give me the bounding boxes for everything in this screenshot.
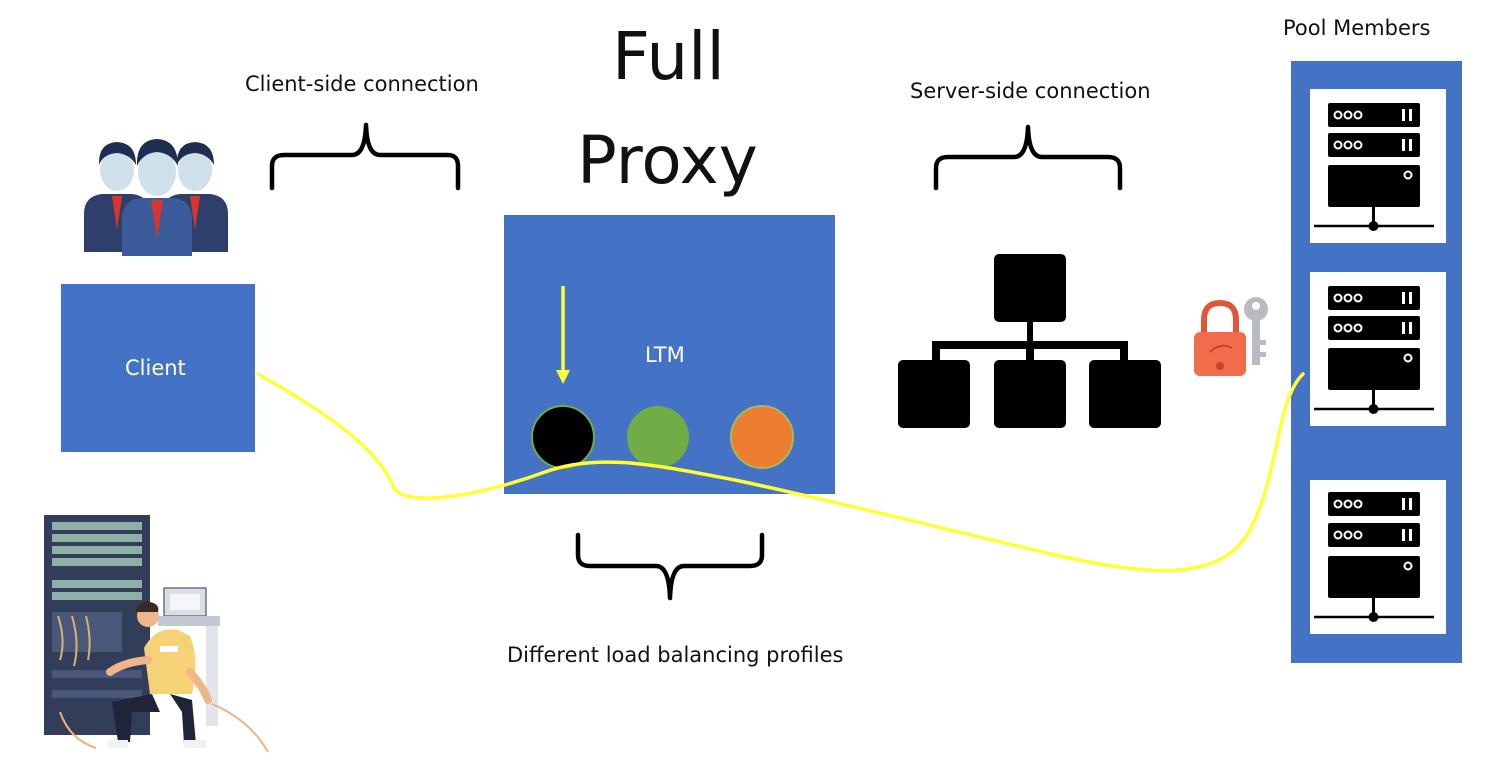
profile-black-circle: [531, 405, 595, 469]
down-arrow-icon: [556, 286, 570, 384]
load-balancing-brace: [575, 532, 765, 601]
server-icon: [1314, 103, 1434, 231]
connection-path: [256, 372, 1305, 573]
pool-member-1: [1310, 89, 1446, 243]
pool-member-2: [1310, 272, 1446, 426]
client-box-label: Client: [125, 356, 186, 380]
client-side-brace: [269, 122, 461, 191]
ltm-box-label: LTM: [645, 343, 685, 367]
server-side-connection-label: Server-side connection: [910, 79, 1151, 103]
profile-green-circle: [627, 406, 689, 468]
users-icon: [84, 139, 228, 256]
client-box: [61, 284, 255, 452]
pool-member-3: [1310, 480, 1446, 634]
server-icon: [1314, 492, 1434, 622]
server-icon: [1314, 286, 1434, 414]
server-side-brace: [933, 124, 1123, 191]
client-side-connection-label: Client-side connection: [245, 72, 479, 96]
pool-members-label: Pool Members: [1283, 16, 1431, 40]
network-hierarchy-icon: [898, 254, 1161, 428]
title-full: Full: [612, 18, 725, 95]
title-proxy: Proxy: [577, 122, 758, 199]
lock-key-icon: [1194, 297, 1268, 376]
profile-orange-circle: [730, 405, 794, 469]
technician-icon: [44, 515, 269, 753]
load-balancing-profiles-label: Different load balancing profiles: [507, 643, 844, 667]
